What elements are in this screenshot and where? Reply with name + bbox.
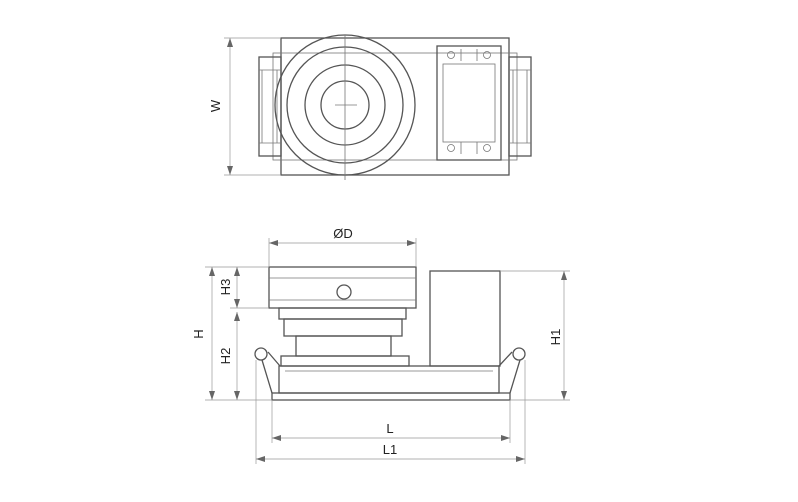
base-plate <box>271 392 511 401</box>
right-handle <box>498 351 521 394</box>
d-label: ØD <box>333 226 353 241</box>
top-view: W <box>208 34 532 180</box>
h-arrow <box>209 267 215 276</box>
right-handle-knob <box>512 347 526 361</box>
top-left-handle <box>258 56 282 157</box>
top-side-block-inner <box>442 63 496 143</box>
roller-dot <box>483 51 491 59</box>
l-arrow <box>272 435 281 441</box>
l1-label: L1 <box>383 442 397 457</box>
roller-dot <box>483 144 491 152</box>
h3-label: H3 <box>218 279 233 296</box>
h-label: H <box>191 329 206 338</box>
l1-arrow <box>256 456 265 462</box>
top-plate <box>268 266 417 309</box>
roller-dot <box>447 51 455 59</box>
d-arrow <box>269 240 278 246</box>
w-arrow <box>227 38 233 47</box>
left-handle <box>261 351 281 394</box>
h3-arrow <box>234 299 240 308</box>
roller-dot <box>447 144 455 152</box>
w-label: W <box>208 99 223 112</box>
bearing-body <box>283 318 403 337</box>
h1-arrow <box>561 391 567 400</box>
top-right-handle <box>508 56 532 157</box>
h2-arrow <box>234 312 240 321</box>
left-handle-knob <box>254 347 268 361</box>
h2-arrow <box>234 391 240 400</box>
l-arrow <box>501 435 510 441</box>
l1-arrow <box>516 456 525 462</box>
top-plate-hole <box>336 284 352 300</box>
h3-arrow <box>234 267 240 276</box>
l-label: L <box>386 421 393 436</box>
side-block <box>429 270 501 367</box>
h-arrow <box>209 391 215 400</box>
bearing-ring <box>278 307 407 320</box>
h2-label: H2 <box>218 348 233 365</box>
top-frame <box>272 52 518 161</box>
top-side-block <box>436 45 502 161</box>
bearing-hub <box>295 335 392 357</box>
base-frame <box>278 365 500 394</box>
front-view: ØD H H3 H2 H1 L <box>191 226 570 464</box>
base-collar <box>280 355 410 367</box>
w-arrow <box>227 166 233 175</box>
h1-arrow <box>561 271 567 280</box>
d-arrow <box>407 240 416 246</box>
h1-label: H1 <box>548 329 563 346</box>
